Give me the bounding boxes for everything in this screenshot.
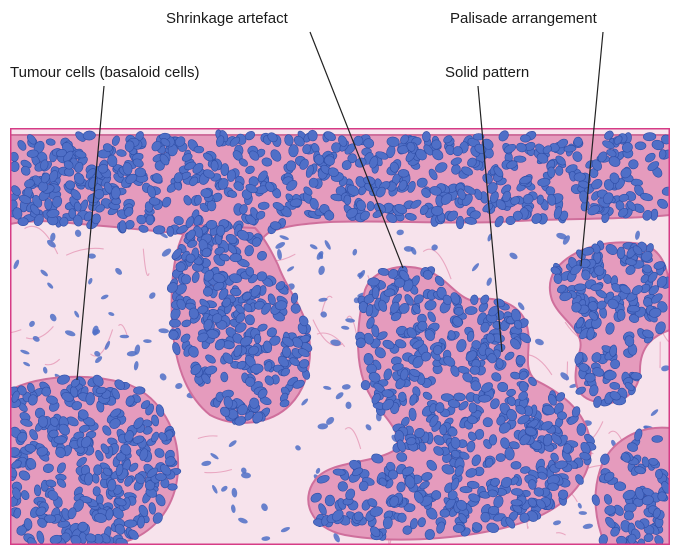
tumour-nucleus bbox=[555, 166, 563, 176]
tumour-nucleus bbox=[456, 216, 464, 229]
tumour-nucleus bbox=[93, 486, 101, 496]
tumour-nucleus bbox=[627, 306, 640, 313]
label-palisade-arrangement: Palisade arrangement bbox=[450, 10, 597, 28]
tumour-nucleus bbox=[470, 366, 480, 375]
label-tumour-cells: Tumour cells (basaloid cells) bbox=[10, 64, 200, 82]
tumour-nucleus bbox=[194, 146, 204, 153]
tumour-nucleus bbox=[398, 169, 409, 177]
tumour-nucleus bbox=[635, 142, 646, 150]
tumour-nucleus bbox=[439, 425, 447, 436]
tumour-nucleus bbox=[489, 434, 497, 445]
tumour-nucleus bbox=[422, 131, 430, 142]
label-solid-pattern: Solid pattern bbox=[445, 64, 529, 82]
tumour-nucleus bbox=[254, 334, 261, 344]
tumour-nucleus bbox=[146, 214, 155, 225]
tumour-nucleus bbox=[361, 380, 370, 390]
tumour-nucleus bbox=[454, 307, 463, 315]
tumour-nucleus bbox=[367, 277, 379, 286]
tumour-nucleus bbox=[230, 253, 242, 262]
tumour-nucleus bbox=[511, 461, 521, 469]
tumour-nucleus bbox=[133, 387, 145, 395]
tumour-nucleus bbox=[45, 198, 53, 210]
label-shrinkage-artefact: Shrinkage artefact bbox=[166, 10, 288, 28]
tumour-nucleus bbox=[367, 201, 375, 211]
tumour-nucleus bbox=[440, 509, 450, 517]
tumour-nucleus bbox=[436, 402, 445, 413]
tumour-nucleus bbox=[652, 435, 663, 443]
tumour-nucleus bbox=[478, 395, 491, 403]
tumour-nucleus bbox=[617, 309, 625, 320]
tumour-nucleus bbox=[325, 495, 335, 506]
tumour-nucleus bbox=[431, 206, 443, 216]
tumour-nucleus bbox=[520, 135, 530, 143]
tumour-nucleus bbox=[169, 319, 180, 328]
tumour-nucleus bbox=[557, 411, 567, 419]
tumour-nucleus bbox=[94, 465, 103, 476]
tumour-nucleus bbox=[548, 167, 555, 178]
tumour-nucleus bbox=[496, 453, 506, 461]
